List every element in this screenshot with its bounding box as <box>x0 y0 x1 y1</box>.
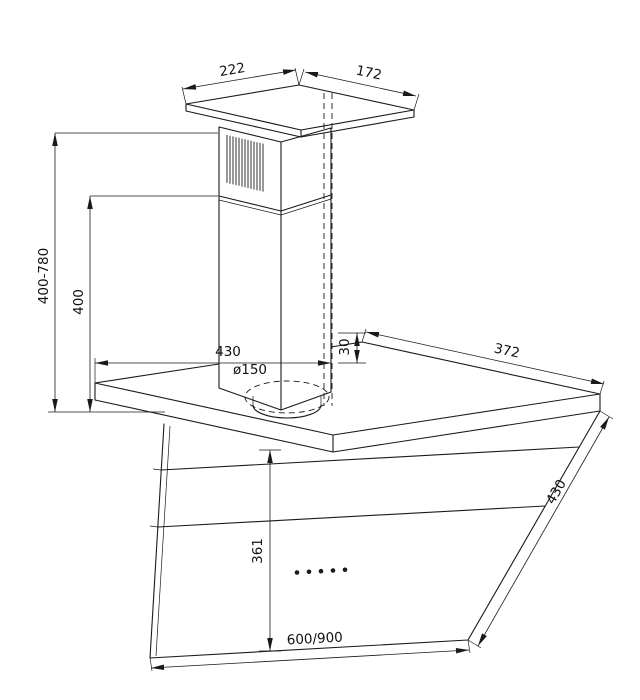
front-panel <box>149 410 601 659</box>
control-buttons[interactable] <box>294 567 348 575</box>
duct-outlet <box>244 380 330 419</box>
dim-duct-offset: 30 <box>337 338 353 355</box>
dim-top-right-depth: 372 <box>493 341 522 362</box>
dimension-labels: 222 172 400-780 400 430 ø150 30 372 430 … <box>36 60 570 648</box>
dim-duct-diameter: ø150 <box>233 362 267 378</box>
dimension-lines <box>52 69 610 671</box>
hood-body <box>94 341 601 453</box>
dim-depth-top: 430 <box>215 344 241 360</box>
mounting-plate <box>185 84 415 138</box>
dim-hood-width: 600/900 <box>286 630 343 649</box>
dim-top-width: 222 <box>218 60 246 80</box>
vent-slats-icon <box>226 134 264 192</box>
duct-centerlines <box>323 93 333 406</box>
dim-height-adjustable: 400-780 <box>36 248 52 304</box>
dim-panel-front-height: 361 <box>250 538 266 564</box>
dim-top-depth: 172 <box>355 63 384 84</box>
chimney <box>218 126 332 411</box>
dim-height-upper: 400 <box>71 289 87 315</box>
